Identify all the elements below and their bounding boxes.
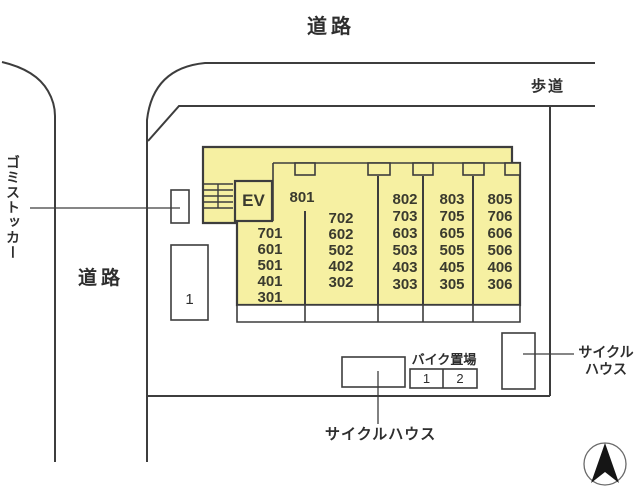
room-column-805: 805 706 606 506 406 306 — [480, 191, 520, 293]
pillar-notch — [294, 162, 316, 176]
room-number: 802 — [392, 191, 418, 208]
north-compass — [583, 442, 627, 486]
pillar-notch — [504, 162, 521, 176]
room-number: 502 — [328, 242, 354, 259]
room-number: 702 — [328, 210, 354, 227]
room-number: 402 — [328, 258, 354, 275]
room-number: 605 — [439, 225, 465, 242]
sidewalk-label: 歩道 — [531, 78, 566, 95]
sidewalk-north-edge-and-west-boundary-line — [146, 62, 595, 462]
road-left-outer-edge-line — [1, 61, 56, 462]
room-column-802: 802 703 603 503 403 303 — [385, 191, 425, 293]
room-number: 705 — [439, 208, 465, 225]
room-number: 706 — [487, 208, 513, 225]
room-number: 701 — [257, 225, 283, 242]
room-number: 505 — [439, 242, 465, 259]
room-number: 601 — [257, 241, 283, 258]
room-number: 405 — [439, 259, 465, 276]
cycle-house-right-box — [501, 332, 536, 390]
room-column-803: 803 705 605 505 405 305 — [432, 191, 472, 293]
room-number: 803 — [439, 191, 465, 208]
cycle-house-bottom-box — [341, 356, 406, 388]
pillar-notch — [367, 162, 391, 176]
room-number: 306 — [487, 276, 513, 293]
garbage-stocker-label: ゴミストッカー — [5, 155, 21, 260]
room-number: 805 — [487, 191, 513, 208]
pillar-notch — [412, 162, 434, 176]
cycle-house-right-label: サイクル ハウス — [574, 344, 638, 378]
room-number: 302 — [328, 274, 354, 291]
room-number: 506 — [487, 242, 513, 259]
parking-space-box — [170, 244, 209, 321]
bike-parking-label: バイク置場 — [411, 352, 477, 367]
cycle-house-right-label-line1: サイクル — [578, 344, 634, 360]
room-801-label: 801 — [289, 189, 315, 206]
room-number: 303 — [392, 276, 418, 293]
stairs-hatch — [203, 183, 233, 209]
room-column-701: 701 601 501 401 301 — [250, 226, 290, 306]
bike-space-2-label: 2 — [456, 371, 464, 386]
garbage-stocker-box — [170, 189, 190, 224]
road-left-label: 道路 — [77, 268, 124, 289]
room-number: 602 — [328, 226, 354, 243]
room-number: 703 — [392, 208, 418, 225]
balcony-divider-lines — [304, 305, 474, 322]
bike-space-1-label: 1 — [422, 371, 431, 386]
elevator-box — [233, 179, 274, 223]
room-number: 406 — [487, 259, 513, 276]
room-number: 603 — [392, 225, 418, 242]
pillar-notches — [294, 162, 521, 176]
room-number: 503 — [392, 242, 418, 259]
cycle-house-right-label-line2: ハウス — [585, 361, 627, 377]
sidewalk-south-edge-line — [147, 105, 595, 142]
room-number: 305 — [439, 276, 465, 293]
room-number: 606 — [487, 225, 513, 242]
road-top-label: 道路 — [307, 16, 355, 38]
elevator-label: EV — [242, 191, 265, 210]
pillar-notch — [462, 162, 485, 176]
parking-space-1-label: 1 — [185, 291, 194, 308]
north-arrow-icon — [591, 443, 619, 483]
room-number: 501 — [257, 257, 283, 274]
room-number: 403 — [392, 259, 418, 276]
room-number: 401 — [257, 273, 283, 290]
room-column-702: 702 602 502 402 302 — [321, 211, 361, 291]
cycle-house-bottom-label: サイクルハウス — [325, 426, 437, 443]
room-number: 301 — [257, 289, 283, 306]
unit-divider-lines — [304, 176, 474, 305]
